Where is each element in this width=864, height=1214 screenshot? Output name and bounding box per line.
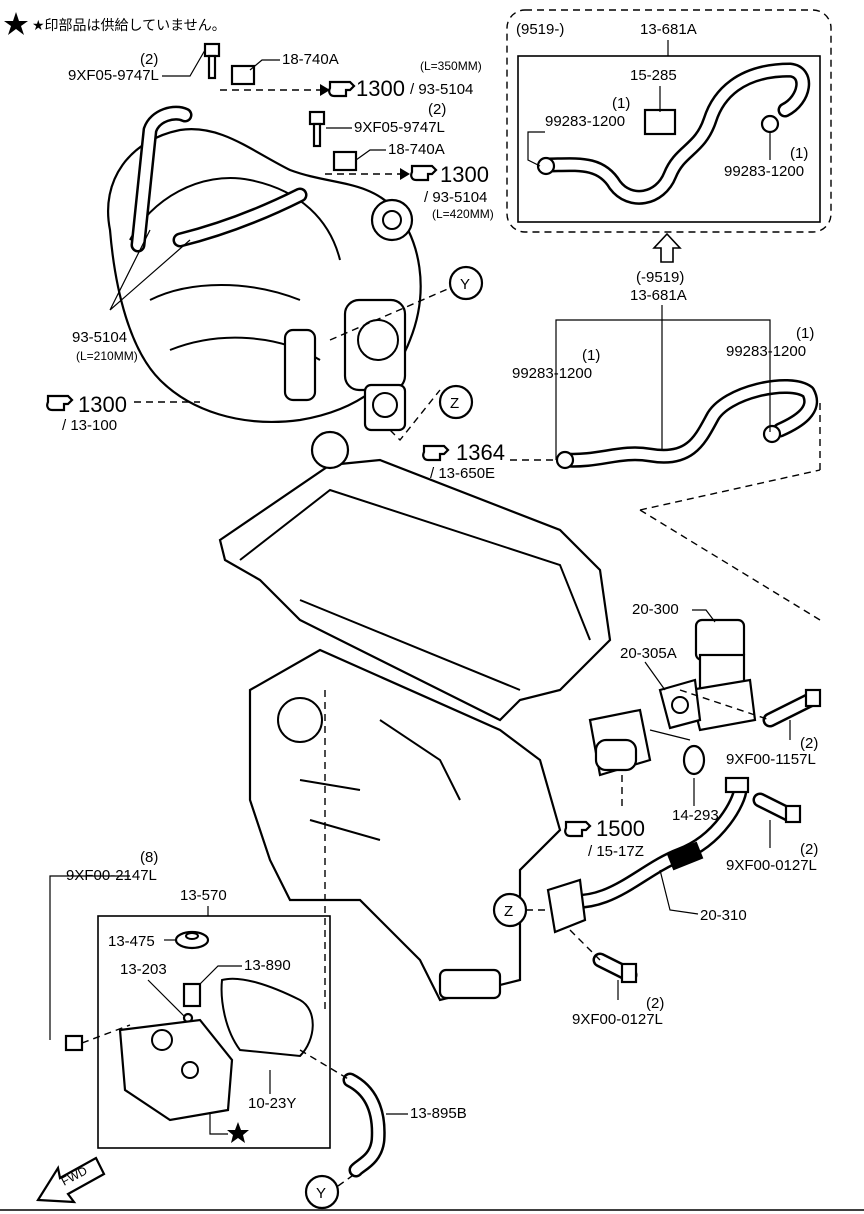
ref-1300-c-num: 1300 bbox=[78, 392, 127, 417]
ref-1364-num: 1364 bbox=[456, 440, 505, 465]
oil-cap-label: 13-475 bbox=[108, 933, 155, 950]
pcv-hose: 13-895B bbox=[299, 1049, 467, 1178]
inset-clamp-left-qty: (1) bbox=[612, 95, 630, 112]
marker-y-top: Y bbox=[329, 265, 484, 341]
old-hose-label: 13-681A bbox=[630, 287, 687, 304]
bolt-1157: (2) 9XF00-1157L bbox=[679, 688, 822, 768]
svg-text:Z: Z bbox=[450, 395, 459, 412]
ref-1300-c: 1300 / 13-100 bbox=[46, 392, 200, 434]
egr-valve-label: 20-300 bbox=[632, 601, 679, 618]
header-note-text: ★印部品は供給していません。 bbox=[32, 18, 226, 34]
bolt-2147: (8) 9XF00-2147L bbox=[49, 849, 158, 1052]
inset-clamp-right-qty: (1) bbox=[790, 145, 808, 162]
bolt-0127-bottom-label: 9XF00-0127L bbox=[572, 1011, 663, 1028]
bolt-9xf05-top-qty: (2) bbox=[140, 51, 158, 68]
top-fasteners: (2) 9XF05-9747L 18-740A (L=350MM) 1300 /… bbox=[68, 42, 494, 221]
inset-date-label: (9519-) bbox=[516, 21, 564, 38]
ref-1300-a-num: 1300 bbox=[356, 76, 405, 101]
egr-pipe-label: 20-310 bbox=[700, 907, 747, 924]
clamp-right-label: 99283-1200 bbox=[726, 343, 806, 360]
oil-cap bbox=[174, 930, 210, 950]
cover-gasket-label: 10-23Y bbox=[248, 1095, 296, 1112]
pointing-hand-icon bbox=[46, 394, 74, 412]
star-icon bbox=[227, 1122, 249, 1143]
star-icon bbox=[4, 12, 28, 35]
cover-assy-label: 13-570 bbox=[180, 887, 227, 904]
inset-box-9519: (9519-) 13-681A 15-285 (1) 99283-1200 (1… bbox=[506, 9, 832, 233]
bolt-0127-right-qty: (2) bbox=[800, 841, 818, 858]
gasket-14-293: 14-293 bbox=[672, 744, 719, 824]
ref-1500-sub: / 15-17Z bbox=[588, 843, 644, 860]
harness-93-5104-callout: 93-5104 (L=210MM) bbox=[72, 229, 191, 363]
cover-assembly-box: 13-570 13-475 13-203 13-890 10-23Y bbox=[97, 887, 331, 1149]
ref-1364-sub: / 13-650E bbox=[430, 465, 495, 482]
water-outlet bbox=[588, 708, 691, 777]
not-supplied-note: ★印部品は供給していません。 bbox=[4, 12, 226, 35]
marker-z-top: Z bbox=[389, 384, 474, 442]
pcv-valve bbox=[182, 982, 202, 1024]
bolt-0127-right: (2) 9XF00-0127L bbox=[726, 792, 818, 874]
pcv-valve-label: 13-890 bbox=[244, 957, 291, 974]
inset-clamp-right-label: 99283-1200 bbox=[724, 163, 804, 180]
ref-1300-b-num: 1300 bbox=[440, 162, 489, 187]
vacuum-hose-old: (1) 99283-1200 (1) 99283-1200 bbox=[512, 319, 818, 470]
pcv-hose-label: 13-895B bbox=[410, 1105, 467, 1122]
bolt-0127-bottom-qty: (2) bbox=[646, 995, 664, 1012]
pointing-hand-icon bbox=[564, 820, 592, 838]
bolt-1157-label: 9XF00-1157L bbox=[726, 751, 816, 768]
bolt-0127-bottom: (2) 9XF00-0127L bbox=[569, 929, 664, 1028]
inset-clamp-left-label: 99283-1200 bbox=[545, 113, 625, 130]
l420-label: (L=420MM) bbox=[432, 207, 494, 221]
ref-1300-c-sub: / 13-100 bbox=[62, 417, 117, 434]
intake-manifold bbox=[107, 105, 422, 432]
valve-cover bbox=[118, 1018, 234, 1122]
bolt-0127-right-label: 9XF00-0127L bbox=[726, 857, 817, 874]
svg-text:Y: Y bbox=[316, 1185, 326, 1202]
bolt-1157-qty: (2) bbox=[800, 735, 818, 752]
svg-text:Z: Z bbox=[504, 903, 513, 920]
l210-label: (L=210MM) bbox=[76, 349, 138, 363]
bracket-18-740a-mid-label: 18-740A bbox=[388, 141, 445, 158]
cover-gasket bbox=[220, 977, 314, 1058]
ref-1300-a-sub: / 93-5104 bbox=[410, 81, 473, 98]
cylinder-head bbox=[218, 430, 612, 1002]
egr-gasket-label: 20-305A bbox=[620, 645, 677, 662]
ref-1300-b-sub: / 93-5104 bbox=[424, 189, 487, 206]
harness-93-5104-label: 93-5104 bbox=[72, 329, 127, 346]
bolt-9xf05-top-label: 9XF05-9747L bbox=[68, 67, 159, 84]
bolt-9xf05-mid-label: 9XF05-9747L bbox=[354, 119, 445, 136]
egr-gasket: 20-305A bbox=[620, 645, 702, 730]
svg-text:Y: Y bbox=[460, 276, 470, 293]
marker-z-bottom: Z bbox=[492, 892, 548, 928]
old-date-label: (-9519) bbox=[636, 269, 684, 286]
pcv-grommet-label: 13-203 bbox=[120, 961, 167, 978]
fwd-arrow-icon: FWD bbox=[36, 1156, 106, 1204]
ref-1364: 1364 / 13-650E bbox=[422, 440, 556, 482]
ref-1500: 1500 / 15-17Z bbox=[564, 775, 645, 860]
marker-y-bottom: Y bbox=[304, 1174, 353, 1210]
bolt-2147-qty: (8) bbox=[140, 849, 158, 866]
pointing-hand-icon bbox=[422, 444, 450, 462]
l350-label: (L=350MM) bbox=[420, 59, 482, 73]
clamp-left-qty: (1) bbox=[582, 347, 600, 364]
bracket-18-740a-top-label: 18-740A bbox=[282, 51, 339, 68]
supersede-arrow-icon bbox=[652, 232, 682, 263]
inset-hose-label: 13-681A bbox=[640, 21, 697, 38]
clamp-right-qty: (1) bbox=[796, 325, 814, 342]
egr-pipe: 20-310 bbox=[546, 776, 750, 934]
pointing-hand-icon bbox=[328, 80, 356, 98]
egr-valve: 20-300 bbox=[632, 601, 757, 732]
bolt-9xf05-mid-qty: (2) bbox=[428, 101, 446, 118]
pointing-hand-icon bbox=[410, 164, 438, 182]
gasket-14-293-label: 14-293 bbox=[672, 807, 719, 824]
ref-1500-num: 1500 bbox=[596, 816, 645, 841]
inset-sensor-label: 15-285 bbox=[630, 67, 677, 84]
clamp-left-label: 99283-1200 bbox=[512, 365, 592, 382]
